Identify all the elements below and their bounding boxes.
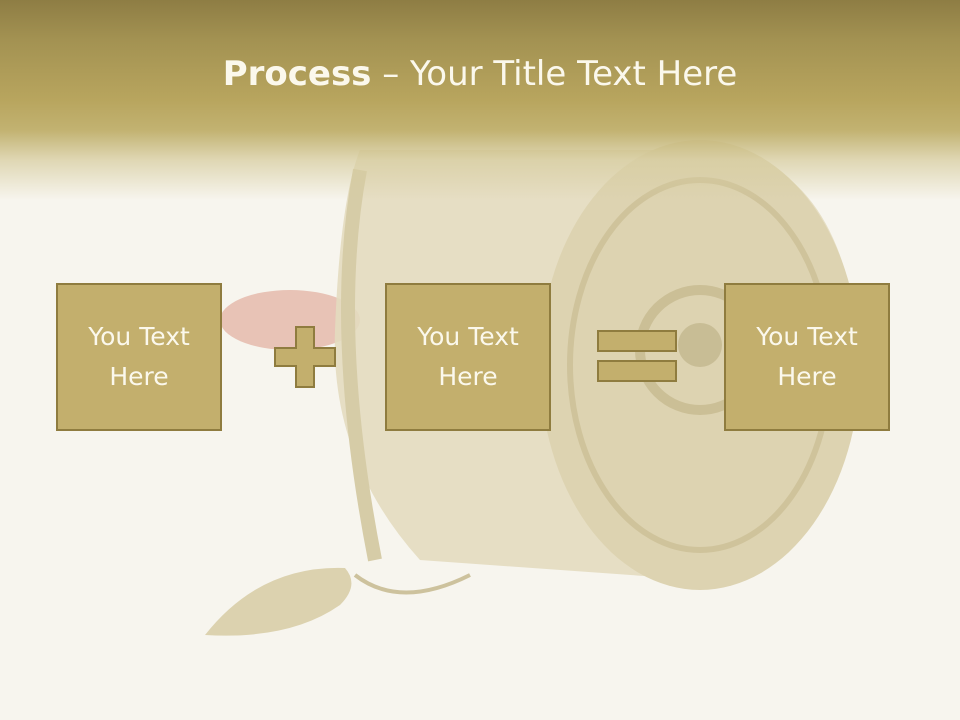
- process-box-3[interactable]: You Text Here: [724, 283, 890, 431]
- box-text-line1: You Text: [88, 322, 190, 351]
- process-box-2[interactable]: You Text Here: [385, 283, 551, 431]
- equals-icon: [597, 330, 677, 382]
- process-box-1[interactable]: You Text Here: [56, 283, 222, 431]
- box-text-line2: Here: [777, 362, 837, 391]
- box-text-line1: You Text: [417, 322, 519, 351]
- process-box-text: You Text Here: [79, 317, 199, 397]
- slide-title[interactable]: Process – Your Title Text Here: [0, 52, 960, 96]
- box-text-line2: Here: [438, 362, 498, 391]
- title-band: [0, 0, 960, 200]
- box-text-line2: Here: [109, 362, 169, 391]
- title-bold: Process: [222, 54, 372, 94]
- title-rest: – Your Title Text Here: [371, 54, 738, 94]
- process-box-text: You Text Here: [408, 317, 528, 397]
- process-box-text: You Text Here: [747, 317, 867, 397]
- plus-icon: [274, 326, 336, 388]
- box-text-line1: You Text: [756, 322, 858, 351]
